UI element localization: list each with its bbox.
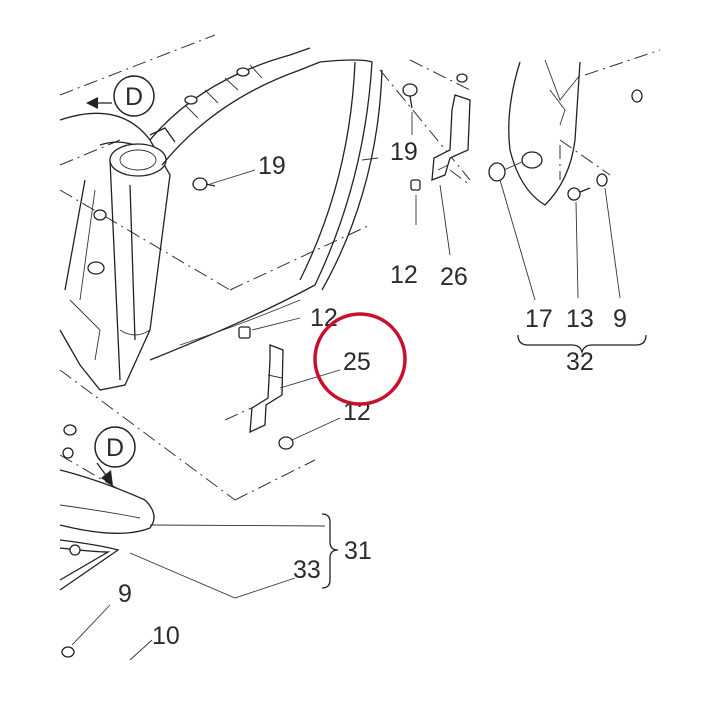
arrow-down-icon <box>101 470 113 486</box>
bolt-19-left <box>192 177 216 191</box>
highlight-ring <box>313 312 407 406</box>
bracket-26 <box>431 73 471 181</box>
washer-9-lower <box>61 646 75 658</box>
clip-12-upper <box>410 179 421 191</box>
callout-25: 25 <box>343 348 371 376</box>
bolt-19-right <box>402 83 418 109</box>
leader-lines <box>71 112 621 661</box>
callout-10: 10 <box>152 622 180 650</box>
callout-13: 13 <box>566 305 594 333</box>
front-frame-assembly <box>59 112 171 391</box>
lower-fender <box>59 424 155 591</box>
callout-9-lower: 9 <box>118 580 132 608</box>
brace-group-31 <box>321 513 339 589</box>
bracket-25 <box>249 344 284 434</box>
callout-31: 31 <box>344 537 372 565</box>
callout-12-upper: 12 <box>390 261 418 289</box>
view-marker-d-top: D <box>86 75 155 117</box>
rivet-17 <box>488 161 523 182</box>
bolt-13 <box>567 187 591 201</box>
callout-9-upper: 9 <box>613 305 627 333</box>
callout-12-middle: 12 <box>310 304 338 332</box>
callout-labels: 19 19 12 26 17 13 9 32 12 25 12 31 33 9 … <box>118 138 627 650</box>
upper-arm-tube <box>149 47 321 166</box>
callout-19-right: 19 <box>390 138 418 166</box>
side-plate <box>508 59 581 206</box>
callout-17: 17 <box>525 305 553 333</box>
clip-12-middle <box>238 326 251 339</box>
view-marker-d-bottom-label: D <box>106 434 124 462</box>
view-marker-d-bottom: D <box>94 426 136 486</box>
callout-33: 33 <box>293 556 321 584</box>
arrow-left-icon <box>86 97 98 109</box>
callout-19-left: 19 <box>258 152 286 180</box>
curved-panel <box>149 59 383 361</box>
view-marker-d-top-label: D <box>125 83 143 111</box>
washer-9-upper <box>596 89 643 187</box>
assembly-center-lines <box>59 34 661 501</box>
callout-32: 32 <box>566 348 594 376</box>
bracket-group-32 <box>517 334 647 355</box>
clip-12-lower <box>278 436 294 450</box>
callout-26: 26 <box>440 263 468 291</box>
